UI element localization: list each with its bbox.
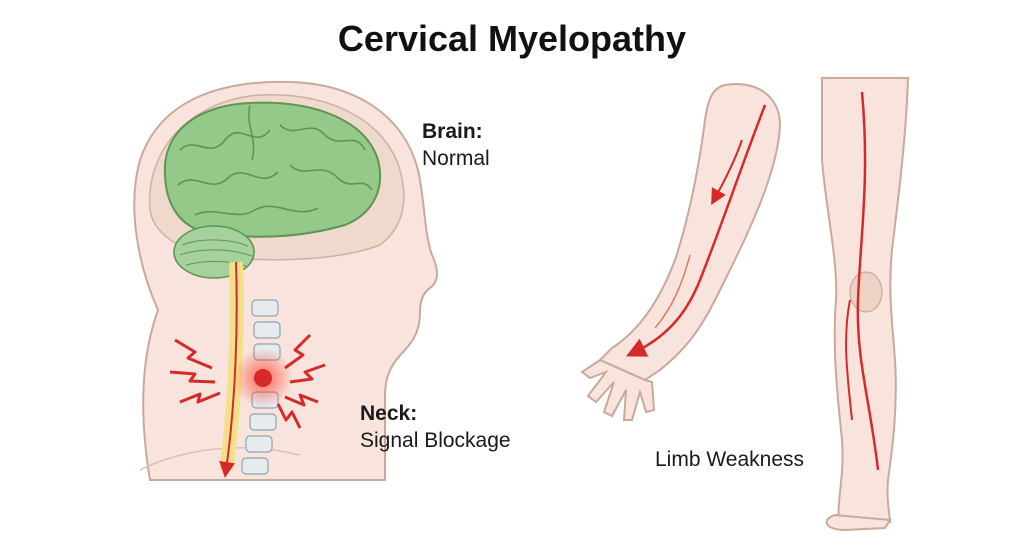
arm-illustration xyxy=(580,83,782,421)
compression-spark-icon xyxy=(169,333,326,429)
brain-label-text: Normal xyxy=(422,147,490,170)
page-title: Cervical Myelopathy xyxy=(337,18,687,59)
brain-label: Brain: Normal xyxy=(422,118,490,172)
neck-label-heading: Neck: xyxy=(360,402,418,425)
leg-illustration xyxy=(821,77,910,532)
limb-label: Limb Weakness xyxy=(655,446,804,473)
brain-label-heading: Brain: xyxy=(422,120,483,143)
brain-illustration xyxy=(163,101,382,279)
limb-label-text: Limb Weakness xyxy=(655,448,805,471)
compression-point xyxy=(254,369,272,387)
neck-label: Neck: Signal Blockage xyxy=(360,400,511,454)
spine-illustration xyxy=(219,261,293,478)
neck-label-text: Signal Blockage xyxy=(360,429,511,452)
